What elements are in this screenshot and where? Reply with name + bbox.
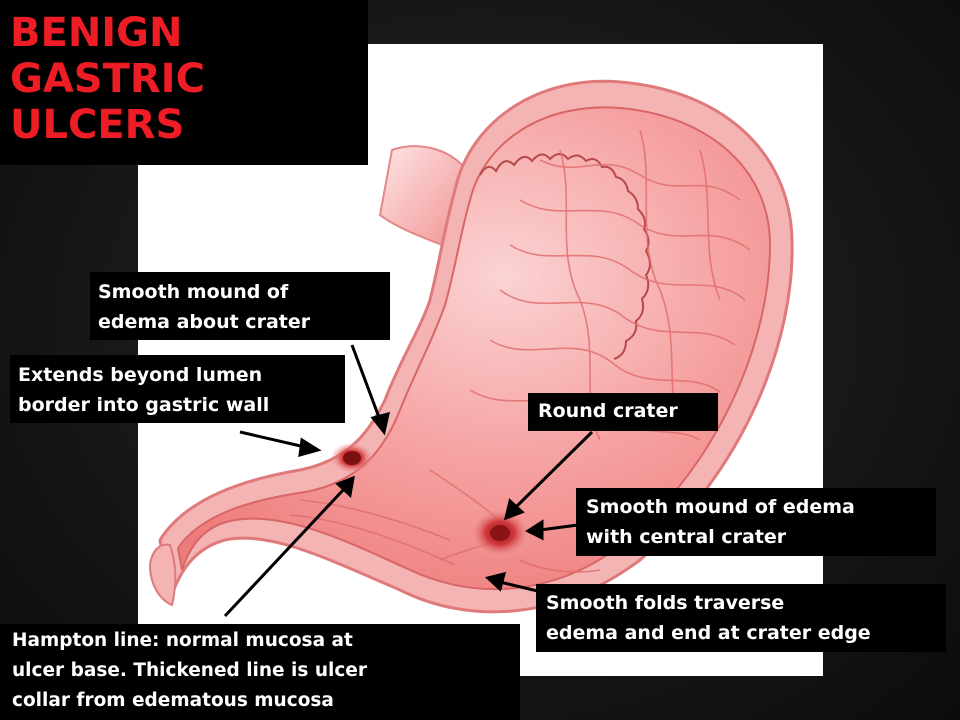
stomach-mucosa — [176, 106, 772, 590]
label-line: Smooth mound of — [98, 281, 289, 303]
label-smooth-folds: Smooth folds traverse edema and end at c… — [536, 584, 946, 652]
label-line: edema and end at crater edge — [546, 622, 871, 644]
label-line: edema about crater — [98, 311, 311, 333]
title-line: BENIGN — [10, 10, 183, 56]
label-line: Round crater — [538, 400, 678, 422]
slide-title: BENIGN GASTRIC ULCERS — [0, 0, 368, 165]
label-line: Hampton line: normal mucosa at — [12, 630, 353, 651]
label-round-crater: Round crater — [528, 393, 718, 431]
label-line: ulcer base. Thickened line is ulcer — [12, 660, 367, 681]
pylorus — [148, 543, 177, 607]
title-line: ULCERS — [10, 102, 185, 148]
pointer-arrows — [223, 344, 594, 618]
label-line: collar from edematous mucosa — [12, 690, 334, 711]
label-extends-beyond-lumen: Extends beyond lumen border into gastric… — [10, 355, 345, 423]
greater-curvature-edge — [479, 153, 651, 360]
label-line: Smooth mound of edema — [586, 496, 855, 518]
label-line: with central crater — [586, 526, 787, 548]
label-line: Extends beyond lumen — [18, 364, 263, 386]
label-line: border into gastric wall — [18, 394, 270, 416]
label-central-crater: Smooth mound of edema with central crate… — [576, 488, 936, 556]
label-line: Smooth folds traverse — [546, 592, 785, 614]
title-line: GASTRIC — [10, 56, 205, 102]
label-mound-about-crater: Smooth mound of edema about crater — [90, 272, 390, 340]
label-hampton-line: Hampton line: normal mucosa at ulcer bas… — [0, 624, 520, 720]
